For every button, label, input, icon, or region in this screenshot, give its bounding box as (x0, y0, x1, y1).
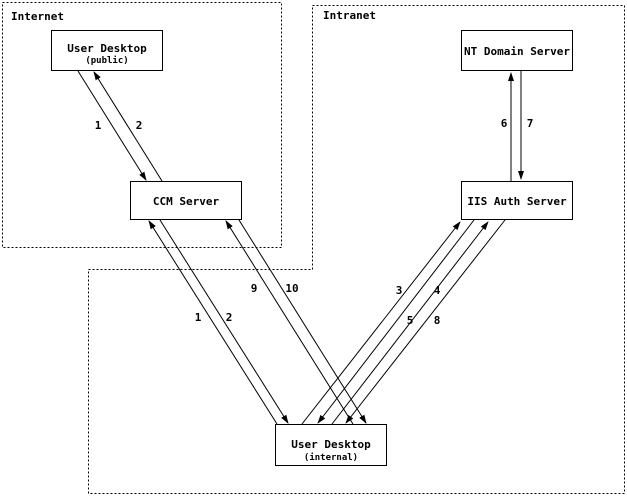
flow-step-label: 2 (136, 119, 143, 132)
node-label: CCM Server (153, 195, 220, 208)
flow-9-internal-desktop-to-ccm: 9 (225, 220, 354, 425)
flow-7-nt-domain-to-iis: 7 (518, 71, 534, 180)
node-label: IIS Auth Server (467, 195, 567, 208)
node-box (51, 30, 163, 71)
node-box (275, 424, 387, 466)
flow-line (225, 220, 354, 425)
flow-line (301, 221, 461, 425)
flow-line (77, 70, 147, 181)
flow-step-label: 4 (434, 284, 441, 297)
flow-line (159, 219, 289, 424)
flow-step-label: 8 (434, 314, 441, 327)
intranet-zone-border (88, 5, 625, 494)
node-ccm-server: CCM Server (130, 181, 242, 220)
flow-step-label: 1 (95, 119, 102, 132)
node-nt-domain-server: NT Domain Server (461, 30, 573, 71)
flow-2-ccm-to-internal-desktop: 2 (159, 219, 289, 424)
node-box (461, 30, 573, 71)
flow-step-label: 7 (527, 117, 534, 130)
intranet-zone-label: Intranet (323, 9, 376, 22)
node-sublabel: (internal) (304, 452, 358, 463)
flow-step-label: 3 (396, 284, 403, 297)
flow-step-label: 10 (285, 282, 298, 295)
flow-10-ccm-to-internal-desktop: 10 (238, 219, 367, 424)
flow-line (317, 219, 475, 424)
flow-8-iis-to-internal-desktop: 8 (345, 219, 506, 424)
node-box (461, 181, 573, 220)
flow-line (238, 219, 367, 424)
node-iis-auth-server: IIS Auth Server (461, 181, 573, 220)
internet-zone-border (2, 2, 282, 248)
node-label: User Desktop (291, 438, 371, 451)
flow-step-label: 1 (195, 311, 202, 324)
flow-2-ccm-to-public-desktop: 2 (93, 71, 163, 182)
flow-3-internal-desktop-to-iis: 3 (301, 221, 461, 425)
node-user-desktop-internal: User Desktop (internal) (275, 424, 387, 466)
flow-4-iis-to-internal-desktop: 4 (317, 219, 475, 424)
node-user-desktop-public: User Desktop (public) (51, 30, 163, 71)
flow-1-public-desktop-to-ccm: 1 (77, 70, 147, 181)
node-label: NT Domain Server (464, 45, 570, 58)
internet-zone-label: Internet (11, 10, 64, 23)
flow-step-label: 9 (251, 282, 258, 295)
flow-line (93, 71, 163, 182)
flow-5-internal-desktop-to-iis: 5 (331, 221, 489, 425)
node-sublabel: (public) (85, 55, 128, 66)
node-label: User Desktop (67, 42, 147, 55)
flow-line (148, 220, 278, 425)
flow-1-internal-desktop-to-ccm: 1 (148, 220, 278, 425)
flow-6-iis-to-nt-domain: 6 (501, 72, 514, 181)
flow-step-label: 5 (407, 314, 414, 327)
flow-step-label: 2 (226, 311, 233, 324)
flow-line (345, 219, 506, 424)
flow-step-label: 6 (501, 117, 508, 130)
node-box (130, 181, 242, 220)
flow-line (331, 221, 489, 425)
